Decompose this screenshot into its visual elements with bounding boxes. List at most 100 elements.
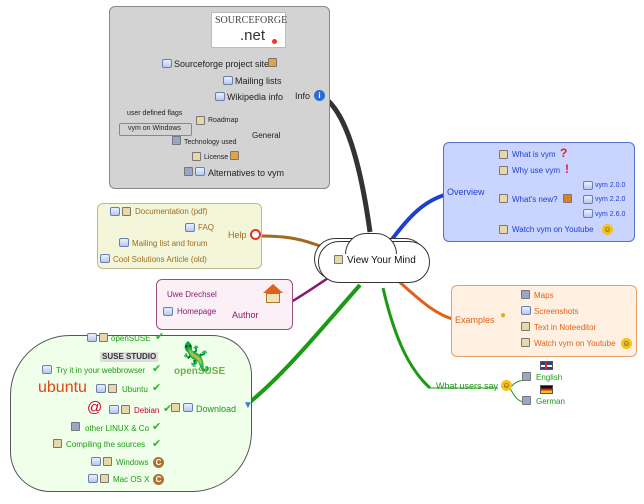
download-item-compiling[interactable]: Compiling the sources <box>66 440 146 449</box>
note-icon <box>522 372 531 381</box>
download-label[interactable]: Download <box>196 404 237 414</box>
note-icon <box>172 136 181 145</box>
download-item-other-linux[interactable]: other LINUX & Co <box>85 424 150 433</box>
smiley-icon: ☺ <box>621 338 632 349</box>
check-icon: ✔ <box>152 382 162 394</box>
note-icon <box>521 338 530 347</box>
examples-item-maps[interactable]: Maps <box>534 291 554 300</box>
opensuse-logo-text: openSUSE <box>174 366 226 377</box>
general-roadmap[interactable]: Roadmap <box>208 117 239 124</box>
author-name: Uwe Drechsel <box>167 290 217 299</box>
users-label[interactable]: What users say <box>436 381 499 391</box>
link-icon <box>163 307 173 316</box>
smiley-icon: ☺ <box>501 380 512 391</box>
sourceforge-logo-net: .net <box>240 27 266 44</box>
link-icon <box>87 333 97 342</box>
download-arrow-icon: ▼ <box>243 400 253 411</box>
general-vym-windows[interactable]: vym on Windows <box>128 125 181 132</box>
help-label[interactable]: Help <box>228 230 247 240</box>
info-label[interactable]: Info <box>295 91 311 101</box>
note-icon <box>522 396 531 405</box>
info-item-sourceforge[interactable]: Sourceforge project site <box>174 59 270 69</box>
info-icon: i <box>314 90 325 101</box>
smiley-icon: ☺ <box>602 224 613 235</box>
overview-version-3[interactable]: vym 2.6.0 <box>595 211 626 218</box>
info-item-wikipedia[interactable]: Wikipedia info <box>227 92 284 102</box>
link-icon <box>185 223 195 232</box>
link-icon <box>583 209 593 218</box>
overview-label[interactable]: Overview <box>447 187 485 197</box>
question-icon: ? <box>560 146 568 160</box>
overview-what-is[interactable]: What is vym <box>512 150 556 159</box>
note-icon <box>334 255 343 264</box>
overview-watch[interactable]: Watch vym on Youtube <box>512 225 594 234</box>
note-icon <box>71 422 80 431</box>
pdf-icon <box>122 207 131 216</box>
download-item-opensuse[interactable]: openSUSE <box>111 334 151 343</box>
vym-windows-node[interactable] <box>119 123 192 136</box>
general-user-flags: user defined flags <box>127 110 183 117</box>
gift-icon <box>563 194 572 203</box>
note-icon <box>499 150 508 159</box>
check-icon: ✔ <box>155 331 165 343</box>
link-icon <box>110 207 120 216</box>
copyright-icon: C <box>153 457 164 468</box>
examples-item-noteeditor[interactable]: Text in Noteeditor <box>534 323 597 332</box>
overview-why-use[interactable]: Why use vym <box>512 166 561 175</box>
lightbulb-icon: ● <box>500 310 507 321</box>
overview-version-1[interactable]: vym 2.0.0 <box>595 182 626 189</box>
overview-version-2[interactable]: vym 2.2.0 <box>595 196 626 203</box>
map-icon <box>521 290 530 299</box>
note-icon <box>499 225 508 234</box>
help-item-documentation[interactable]: Documentation (pdf) <box>135 207 208 216</box>
sourceforge-logo: SOURCEFORGE .net <box>211 12 287 48</box>
author-label[interactable]: Author <box>232 310 259 320</box>
help-item-mailing[interactable]: Mailing list and forum <box>132 239 208 248</box>
note-icon <box>196 116 205 125</box>
info-alternatives[interactable]: Alternatives to vym <box>208 168 285 178</box>
link-icon <box>183 403 193 412</box>
link-icon <box>119 238 129 247</box>
help-item-cool-solutions[interactable]: Cool Solutions Article (old) <box>113 255 207 264</box>
link-icon <box>215 92 225 101</box>
download-item-windows[interactable]: Windows <box>116 458 149 467</box>
note-icon <box>521 322 530 331</box>
examples-label[interactable]: Examples <box>455 315 495 325</box>
download-item-debian[interactable]: Debian <box>134 406 160 415</box>
note-icon <box>171 403 180 412</box>
note-icon <box>100 474 109 483</box>
download-item-macos[interactable]: Mac OS X <box>113 475 150 484</box>
central-topic-label[interactable]: View Your Mind <box>347 255 416 266</box>
examples-frame <box>451 285 637 357</box>
examples-item-screenshots[interactable]: Screenshots <box>534 307 579 316</box>
note-icon <box>99 333 108 342</box>
overview-whats-new[interactable]: What's new? <box>512 195 558 204</box>
link-icon <box>100 254 110 263</box>
author-frame <box>156 279 293 330</box>
help-item-faq[interactable]: FAQ <box>198 223 215 232</box>
copyright-icon: C <box>153 474 164 485</box>
debian-logo: @ <box>87 399 103 416</box>
users-item-english[interactable]: English <box>536 373 563 382</box>
note-icon <box>108 384 117 393</box>
note-icon <box>103 457 112 466</box>
general-label[interactable]: General <box>252 131 281 140</box>
download-item-ubuntu[interactable]: Ubuntu <box>122 385 148 394</box>
examples-item-watch[interactable]: Watch vym on Youtube <box>534 339 616 348</box>
general-technology[interactable]: Technology used <box>184 139 237 146</box>
opensuse-logo: 🦎 <box>178 341 213 372</box>
link-icon <box>521 306 531 315</box>
link-icon <box>583 195 593 204</box>
users-item-german[interactable]: German <box>536 397 565 406</box>
link-icon <box>88 474 98 483</box>
note-icon <box>53 439 62 448</box>
general-license[interactable]: License <box>204 154 229 161</box>
download-item-webbrowser[interactable]: Try it in your webbrowser <box>56 366 146 375</box>
check-icon: ✔ <box>152 438 162 450</box>
author-homepage[interactable]: Homepage <box>177 307 217 316</box>
note-icon <box>499 166 508 175</box>
note-icon <box>499 194 508 203</box>
flag-uk-icon <box>540 361 553 370</box>
info-item-mailing-lists[interactable]: Mailing lists <box>235 76 282 86</box>
note-icon <box>184 167 193 176</box>
